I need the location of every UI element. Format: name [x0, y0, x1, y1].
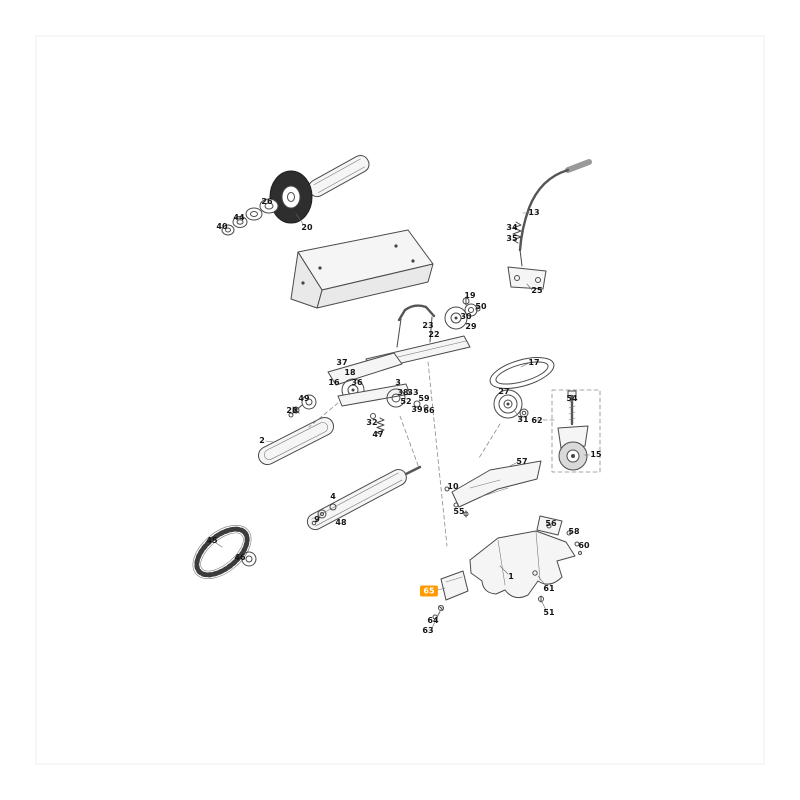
hood-panel-part — [290, 229, 434, 309]
part-callout-17: 17 — [528, 358, 540, 367]
part-callout-39: 39 — [411, 405, 423, 414]
part-callout-65: 65 — [419, 585, 439, 597]
belt-right-part — [489, 357, 555, 419]
construction-lines — [308, 361, 555, 547]
deck-weldment-part — [469, 515, 582, 611]
part-callout-55: 55 — [453, 507, 465, 516]
belt-guard-part — [257, 406, 335, 466]
part-callout-25: 25 — [531, 286, 543, 295]
part-callout-52: 52 — [400, 397, 412, 406]
part-callout-15: 15 — [590, 450, 602, 459]
part-callout-47: 47 — [372, 430, 384, 439]
pulley-disc-part — [269, 170, 313, 225]
part-callout-46: 46 — [234, 553, 246, 562]
part-callout-54: 54 — [566, 394, 578, 403]
part-callout-23: 23 — [422, 321, 434, 330]
part-callout-62: 62 — [531, 416, 543, 425]
part-callout-44: 44 — [233, 213, 245, 222]
part-callout-10: 10 — [447, 482, 459, 491]
screw-cluster-top — [462, 296, 481, 312]
part-callout-51: 51 — [543, 608, 555, 617]
part-callout-2: 2 — [259, 436, 265, 445]
part-callout-20: 20 — [301, 223, 313, 232]
washer-stack-part — [221, 198, 279, 236]
part-callout-19: 19 — [464, 291, 476, 300]
part-callout-48: 48 — [335, 518, 347, 527]
part-callout-4: 4 — [330, 492, 336, 501]
part-callout-28: 28 — [286, 406, 298, 415]
part-callout-1: 1 — [508, 572, 514, 581]
part-callout-29: 29 — [465, 322, 477, 331]
caster-wheel-part — [551, 389, 601, 473]
image-border — [35, 35, 765, 765]
part-callout-13: 13 — [528, 208, 540, 217]
part-callout-37: 37 — [336, 358, 348, 367]
part-callout-58: 58 — [568, 527, 580, 536]
part-callout-34: 34 — [506, 223, 518, 232]
part-callout-18: 18 — [344, 368, 356, 377]
part-callout-27: 27 — [498, 387, 510, 396]
bottom-bracket-part — [444, 460, 542, 518]
drive-chain-part — [192, 525, 257, 579]
part-callout-9: 9 — [314, 515, 320, 524]
part-callout-35: 35 — [506, 234, 518, 243]
part-callout-36: 36 — [351, 378, 363, 387]
part-callout-63: 63 — [422, 626, 434, 635]
part-callout-33: 33 — [407, 388, 419, 397]
part-callout-45: 45 — [206, 536, 218, 545]
part-callout-60: 60 — [578, 541, 590, 550]
deflector-flap-part — [437, 570, 469, 601]
part-callout-3: 3 — [395, 378, 401, 387]
bottom-fasteners-part — [431, 605, 444, 629]
part-callout-16: 16 — [328, 378, 340, 387]
part-callout-66: 66 — [423, 406, 435, 415]
part-callout-22: 22 — [428, 330, 440, 339]
part-callout-49: 49 — [298, 394, 310, 403]
part-callout-26: 26 — [261, 197, 273, 206]
part-callout-57: 57 — [516, 457, 528, 466]
part-callout-31: 31 — [517, 415, 529, 424]
part-callout-38: 38 — [397, 388, 409, 397]
part-callout-56: 56 — [545, 519, 557, 528]
part-callout-32: 32 — [366, 418, 378, 427]
handle-lever-part — [507, 159, 592, 291]
part-callout-61: 61 — [543, 584, 555, 593]
subframe-pulleys-part — [288, 352, 429, 435]
part-callout-50: 50 — [475, 302, 487, 311]
part-callout-30: 30 — [460, 312, 472, 321]
part-callout-64: 64 — [427, 616, 439, 625]
part-callout-40: 40 — [216, 222, 228, 231]
roller-shaft-part — [306, 465, 422, 531]
part-callout-59: 59 — [418, 394, 430, 403]
